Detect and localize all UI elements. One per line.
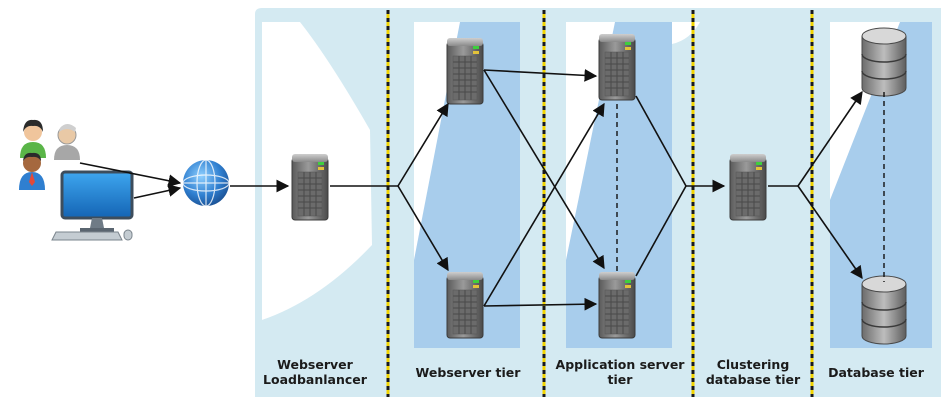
appserver-2-server-icon (598, 271, 636, 339)
tier-label-loadbalancer: Webserver Loadbanlancer (256, 351, 374, 393)
appserver-1-server-icon (598, 33, 636, 101)
cluster-db-server-icon (729, 153, 767, 221)
tier-label-clustering: Clustering database tier (698, 351, 808, 393)
database-1-icon (861, 27, 907, 97)
tier-label-application: Application server tier (550, 351, 690, 393)
webserver-1-server-icon (446, 37, 484, 105)
panel-swoop (262, 260, 384, 330)
internet-globe-icon (182, 159, 230, 207)
replication-dashed-links (616, 92, 885, 282)
connection-arrows (79, 68, 863, 311)
desktop-computer-icon (51, 170, 134, 241)
webserver-2-server-icon (446, 271, 484, 339)
loadbalancer-server-icon (291, 153, 329, 221)
tier-label-database: Database tier (818, 351, 934, 393)
database-2-icon (861, 275, 907, 345)
users-icon (19, 119, 80, 190)
tier-label-webserver: Webserver tier (404, 351, 532, 393)
